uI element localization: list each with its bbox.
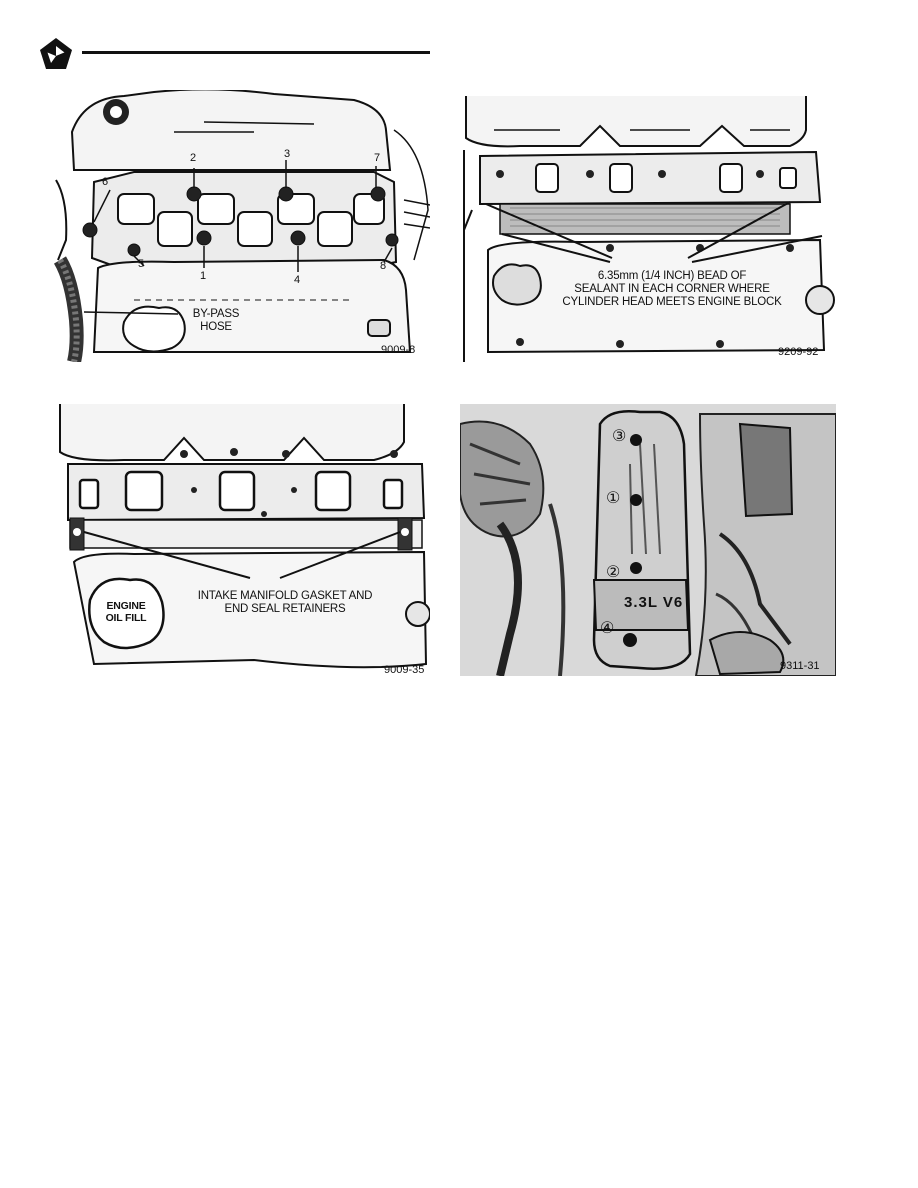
figure-engine-cover-photo: ③ ① ② ④ 3.3L V6 9311-31 [460,404,836,676]
bolt-number-8: 8 [380,260,387,272]
engine-badge: 3.3L V6 [624,594,684,611]
engine-oil-fill-cap-label: ENGINE OIL FILL [94,600,158,624]
cap-label-line2: OIL FILL [105,612,147,625]
bolt-number-4: 4 [294,274,301,286]
engine-manifold-illustration [54,90,430,362]
gasket-label-line2: END SEAL RETAINERS [224,603,346,616]
circled-number-4: ④ [600,620,615,637]
bypass-hose-label-line1: BY-PASS [192,308,240,320]
figure-caption-9009-8: 9009-8 [381,344,416,356]
page-header [38,36,430,72]
figure-intake-bolt-sequence: 6 2 3 7 1 4 5 8 BY-PASS HOSE 9009-8 [54,90,430,362]
bolt-number-2: 2 [190,152,197,164]
header-rule [82,51,430,54]
bolt-number-6: 6 [102,176,109,188]
cap-label-line1: ENGINE [106,600,146,612]
gasket-label-line1: INTAKE MANIFOLD GASKET AND [197,590,373,602]
gasket-retainer-label: INTAKE MANIFOLD GASKET AND END SEAL RETA… [180,590,390,616]
sealant-label-line3: CYLINDER HEAD MEETS ENGINE BLOCK [562,296,782,309]
bolt-number-3: 3 [284,148,291,160]
circled-number-3: ③ [612,428,627,445]
bolt-number-1: 1 [200,270,207,282]
sealant-bead-label: 6.35mm (1/4 INCH) BEAD OF SEALANT IN EAC… [552,270,792,310]
cylinder-head-illustration [463,96,835,362]
bolt-number-7: 7 [374,152,381,164]
figure-sealant-bead: 6.35mm (1/4 INCH) BEAD OF SEALANT IN EAC… [460,90,836,362]
sealant-label-line2: SEALANT IN EACH CORNER WHERE [574,283,770,296]
circled-number-1: ① [606,490,621,507]
circled-number-2: ② [606,564,621,581]
figure-caption-9009-35: 9009-35 [384,664,425,676]
figure-caption-9209-92: 9209-92 [778,346,819,358]
pentastar-logo-icon [40,38,72,69]
engine-bay-photo [460,404,836,676]
bypass-hose-label-line2: HOSE [200,321,232,334]
sealant-label-line1: 6.35mm (1/4 INCH) BEAD OF [597,270,747,282]
figure-caption-9311-31: 9311-31 [780,660,820,672]
figure-gasket-retainers: ENGINE OIL FILL INTAKE MANIFOLD GASKET A… [54,402,430,678]
gasket-retainer-illustration [59,404,430,669]
bolt-number-5: 5 [138,258,145,270]
bypass-hose-label: BY-PASS HOSE [176,308,256,334]
